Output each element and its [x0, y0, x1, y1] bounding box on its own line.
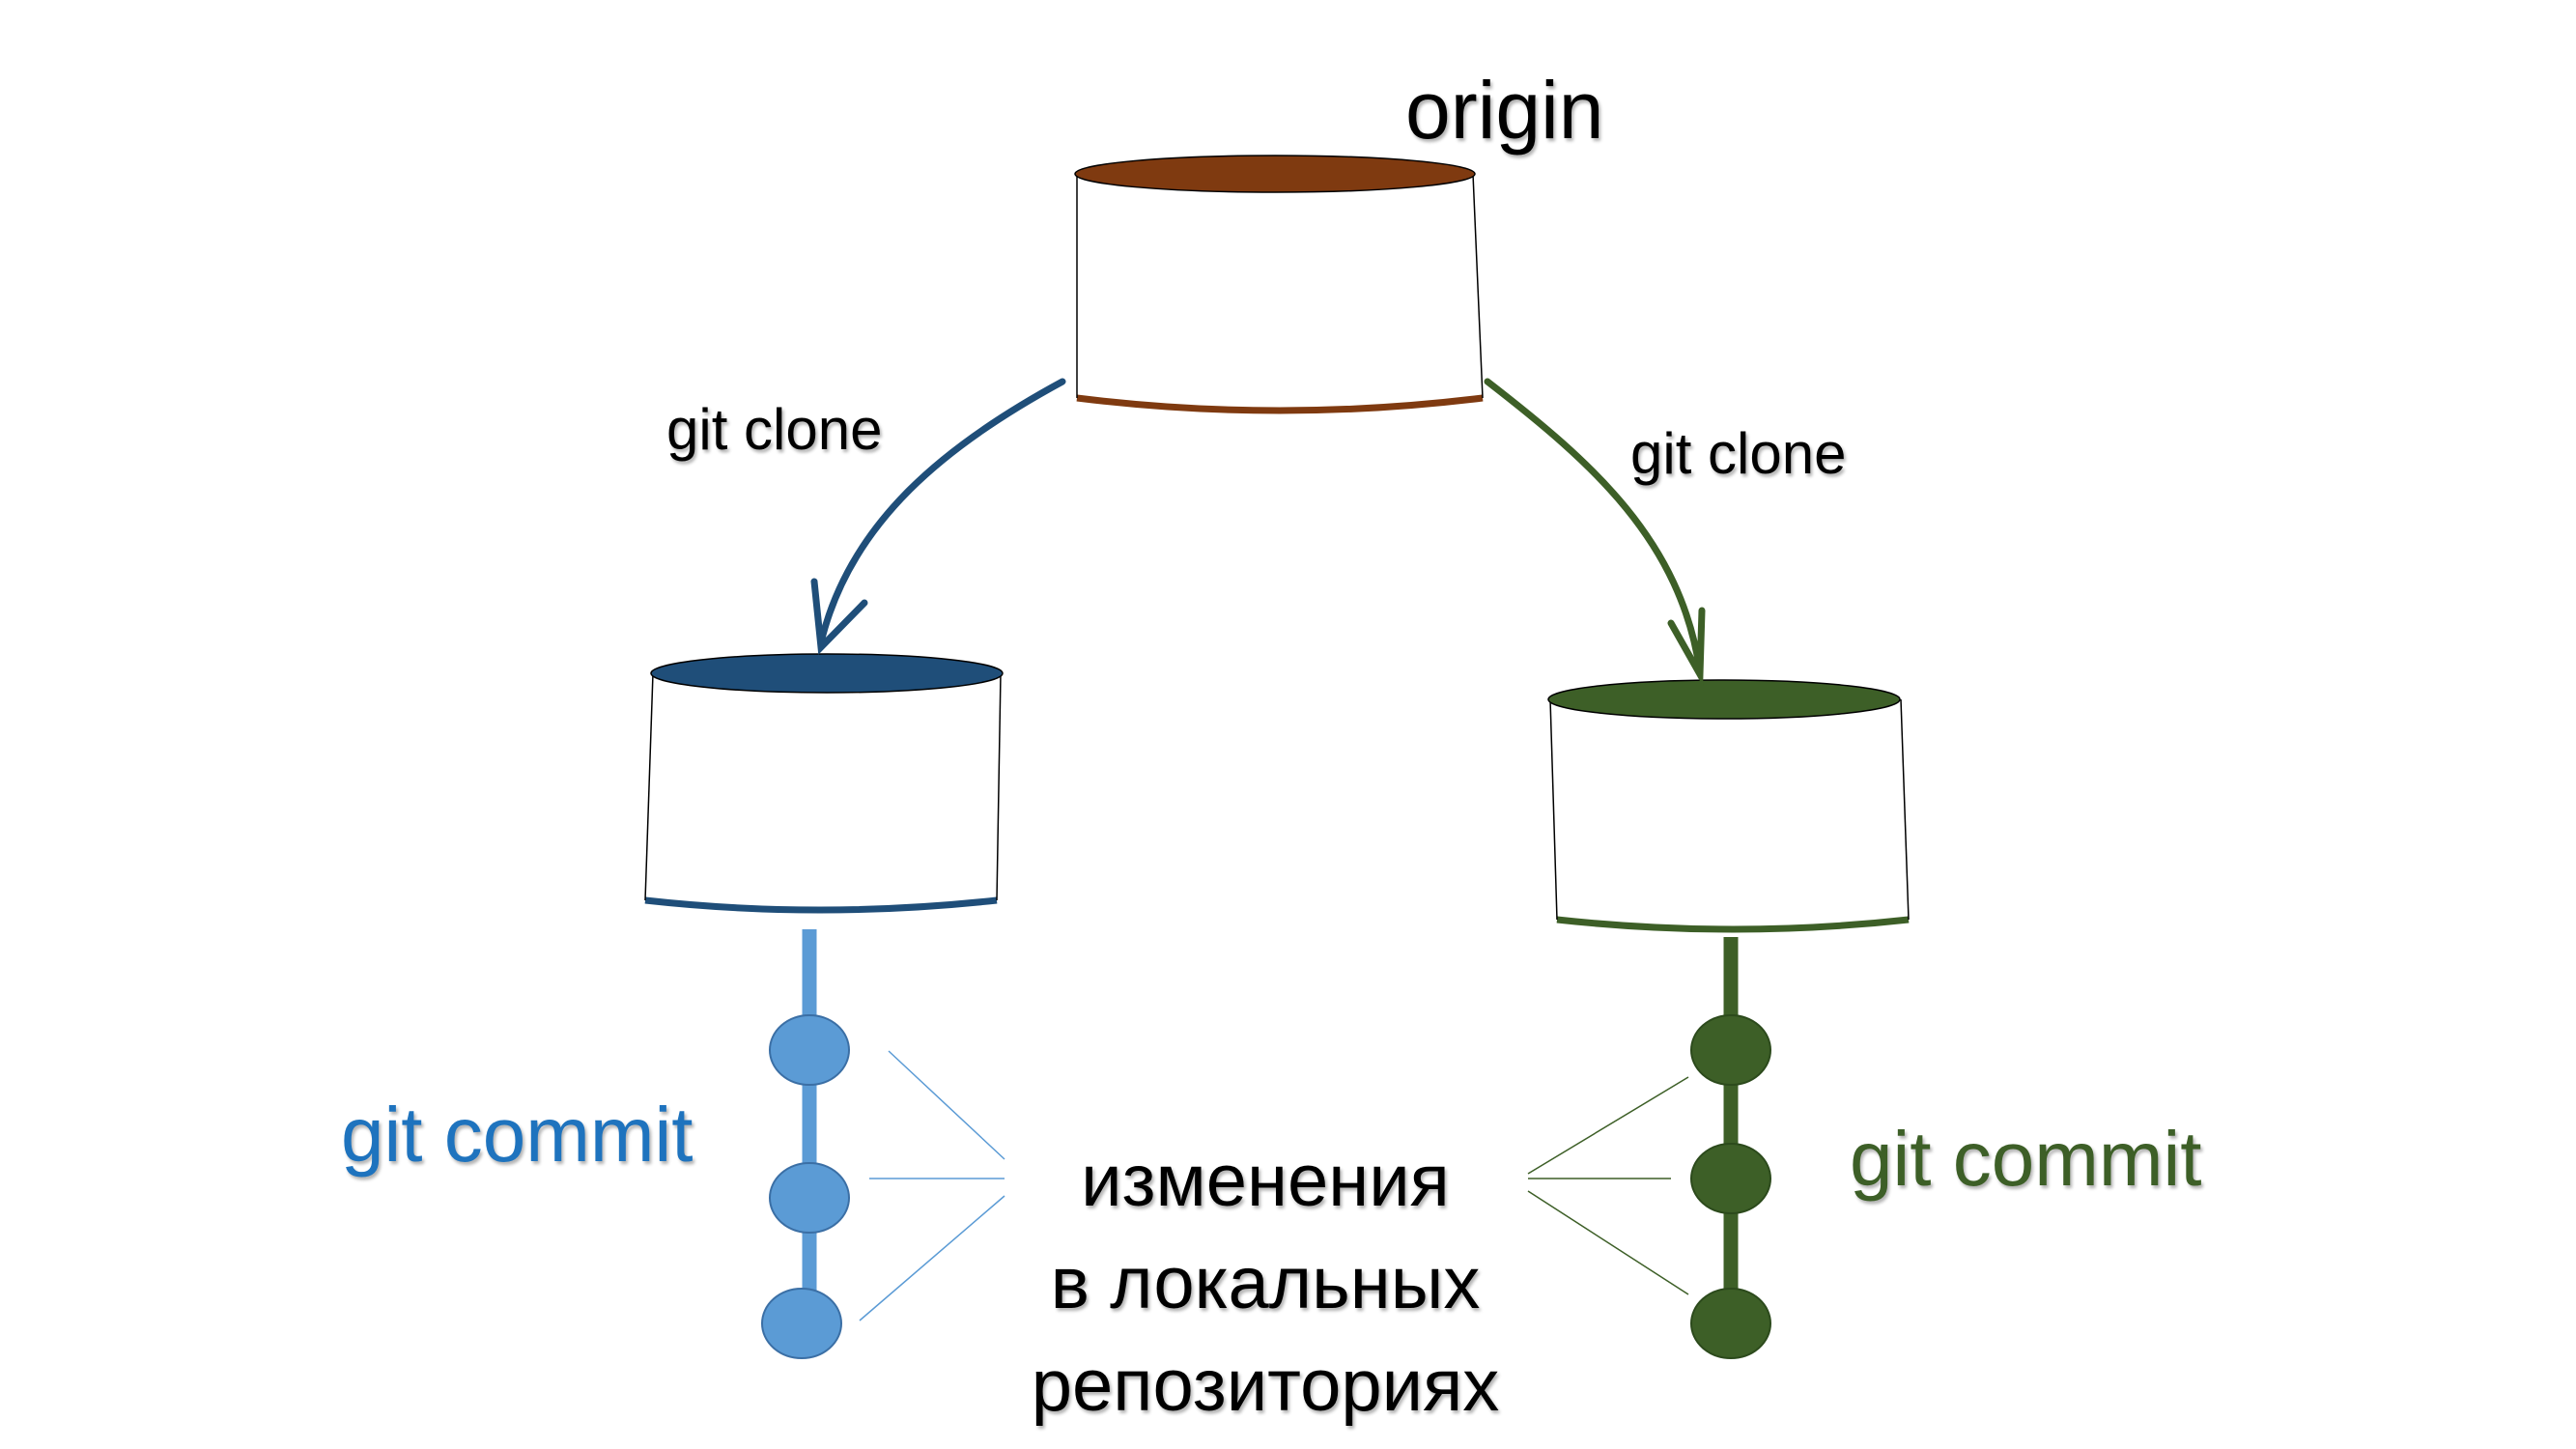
right-clone-arrow-line — [1484, 378, 1704, 675]
right-clone-arrow — [1484, 378, 1706, 687]
left-commit-node — [761, 1288, 842, 1359]
left-connector-line — [888, 1050, 1005, 1160]
left-clone-arrow-line — [817, 378, 1066, 646]
right-git-commit-label: git commit — [1850, 1116, 2202, 1202]
right-commit-node — [1690, 1014, 1771, 1086]
left-clone-repo-icon — [644, 653, 1004, 914]
left-cylinder-bottom — [644, 896, 998, 914]
local-changes-annotation: изменения в локальных репозиториях — [976, 1130, 1555, 1437]
origin-cylinder-top — [1074, 155, 1476, 193]
annotation-line: в локальных — [1050, 1242, 1481, 1324]
right-cylinder-bottom — [1556, 916, 1910, 933]
right-connector-line — [1527, 1190, 1689, 1295]
left-cylinder-left-side — [644, 672, 654, 901]
left-connector-line — [859, 1195, 1005, 1321]
right-commit-node — [1690, 1143, 1771, 1214]
left-commit-chain — [761, 929, 850, 1359]
right-commit-chain — [1690, 937, 1771, 1359]
right-cylinder-left-side — [1549, 698, 1558, 921]
left-cylinder-top — [650, 653, 1004, 694]
left-git-clone-label: git clone — [666, 397, 883, 462]
origin-repo-icon — [1074, 155, 1484, 414]
right-clone-repo-icon — [1547, 679, 1910, 933]
right-annotation-connectors — [1527, 1076, 1689, 1295]
annotation-line: изменения — [1081, 1140, 1450, 1222]
left-commit-node — [769, 1014, 850, 1086]
left-clone-arrow-head — [810, 578, 868, 655]
right-cylinder-right-side — [1900, 698, 1910, 921]
origin-label: origin — [1405, 65, 1604, 156]
right-connector-line — [1527, 1076, 1689, 1175]
left-commit-node — [769, 1162, 850, 1234]
origin-cylinder-right-side — [1472, 173, 1484, 399]
right-git-clone-label: git clone — [1630, 421, 1847, 486]
left-annotation-connectors — [859, 1050, 1005, 1321]
origin-cylinder-bottom — [1076, 394, 1484, 414]
left-cylinder-right-side — [996, 672, 1002, 901]
left-clone-arrow — [810, 378, 1066, 655]
right-cylinder-top — [1547, 679, 1901, 720]
right-clone-arrow-head — [1667, 607, 1706, 687]
annotation-line: репозиториях — [1031, 1345, 1500, 1427]
right-commit-node — [1690, 1288, 1771, 1359]
left-git-commit-label: git commit — [341, 1092, 694, 1178]
